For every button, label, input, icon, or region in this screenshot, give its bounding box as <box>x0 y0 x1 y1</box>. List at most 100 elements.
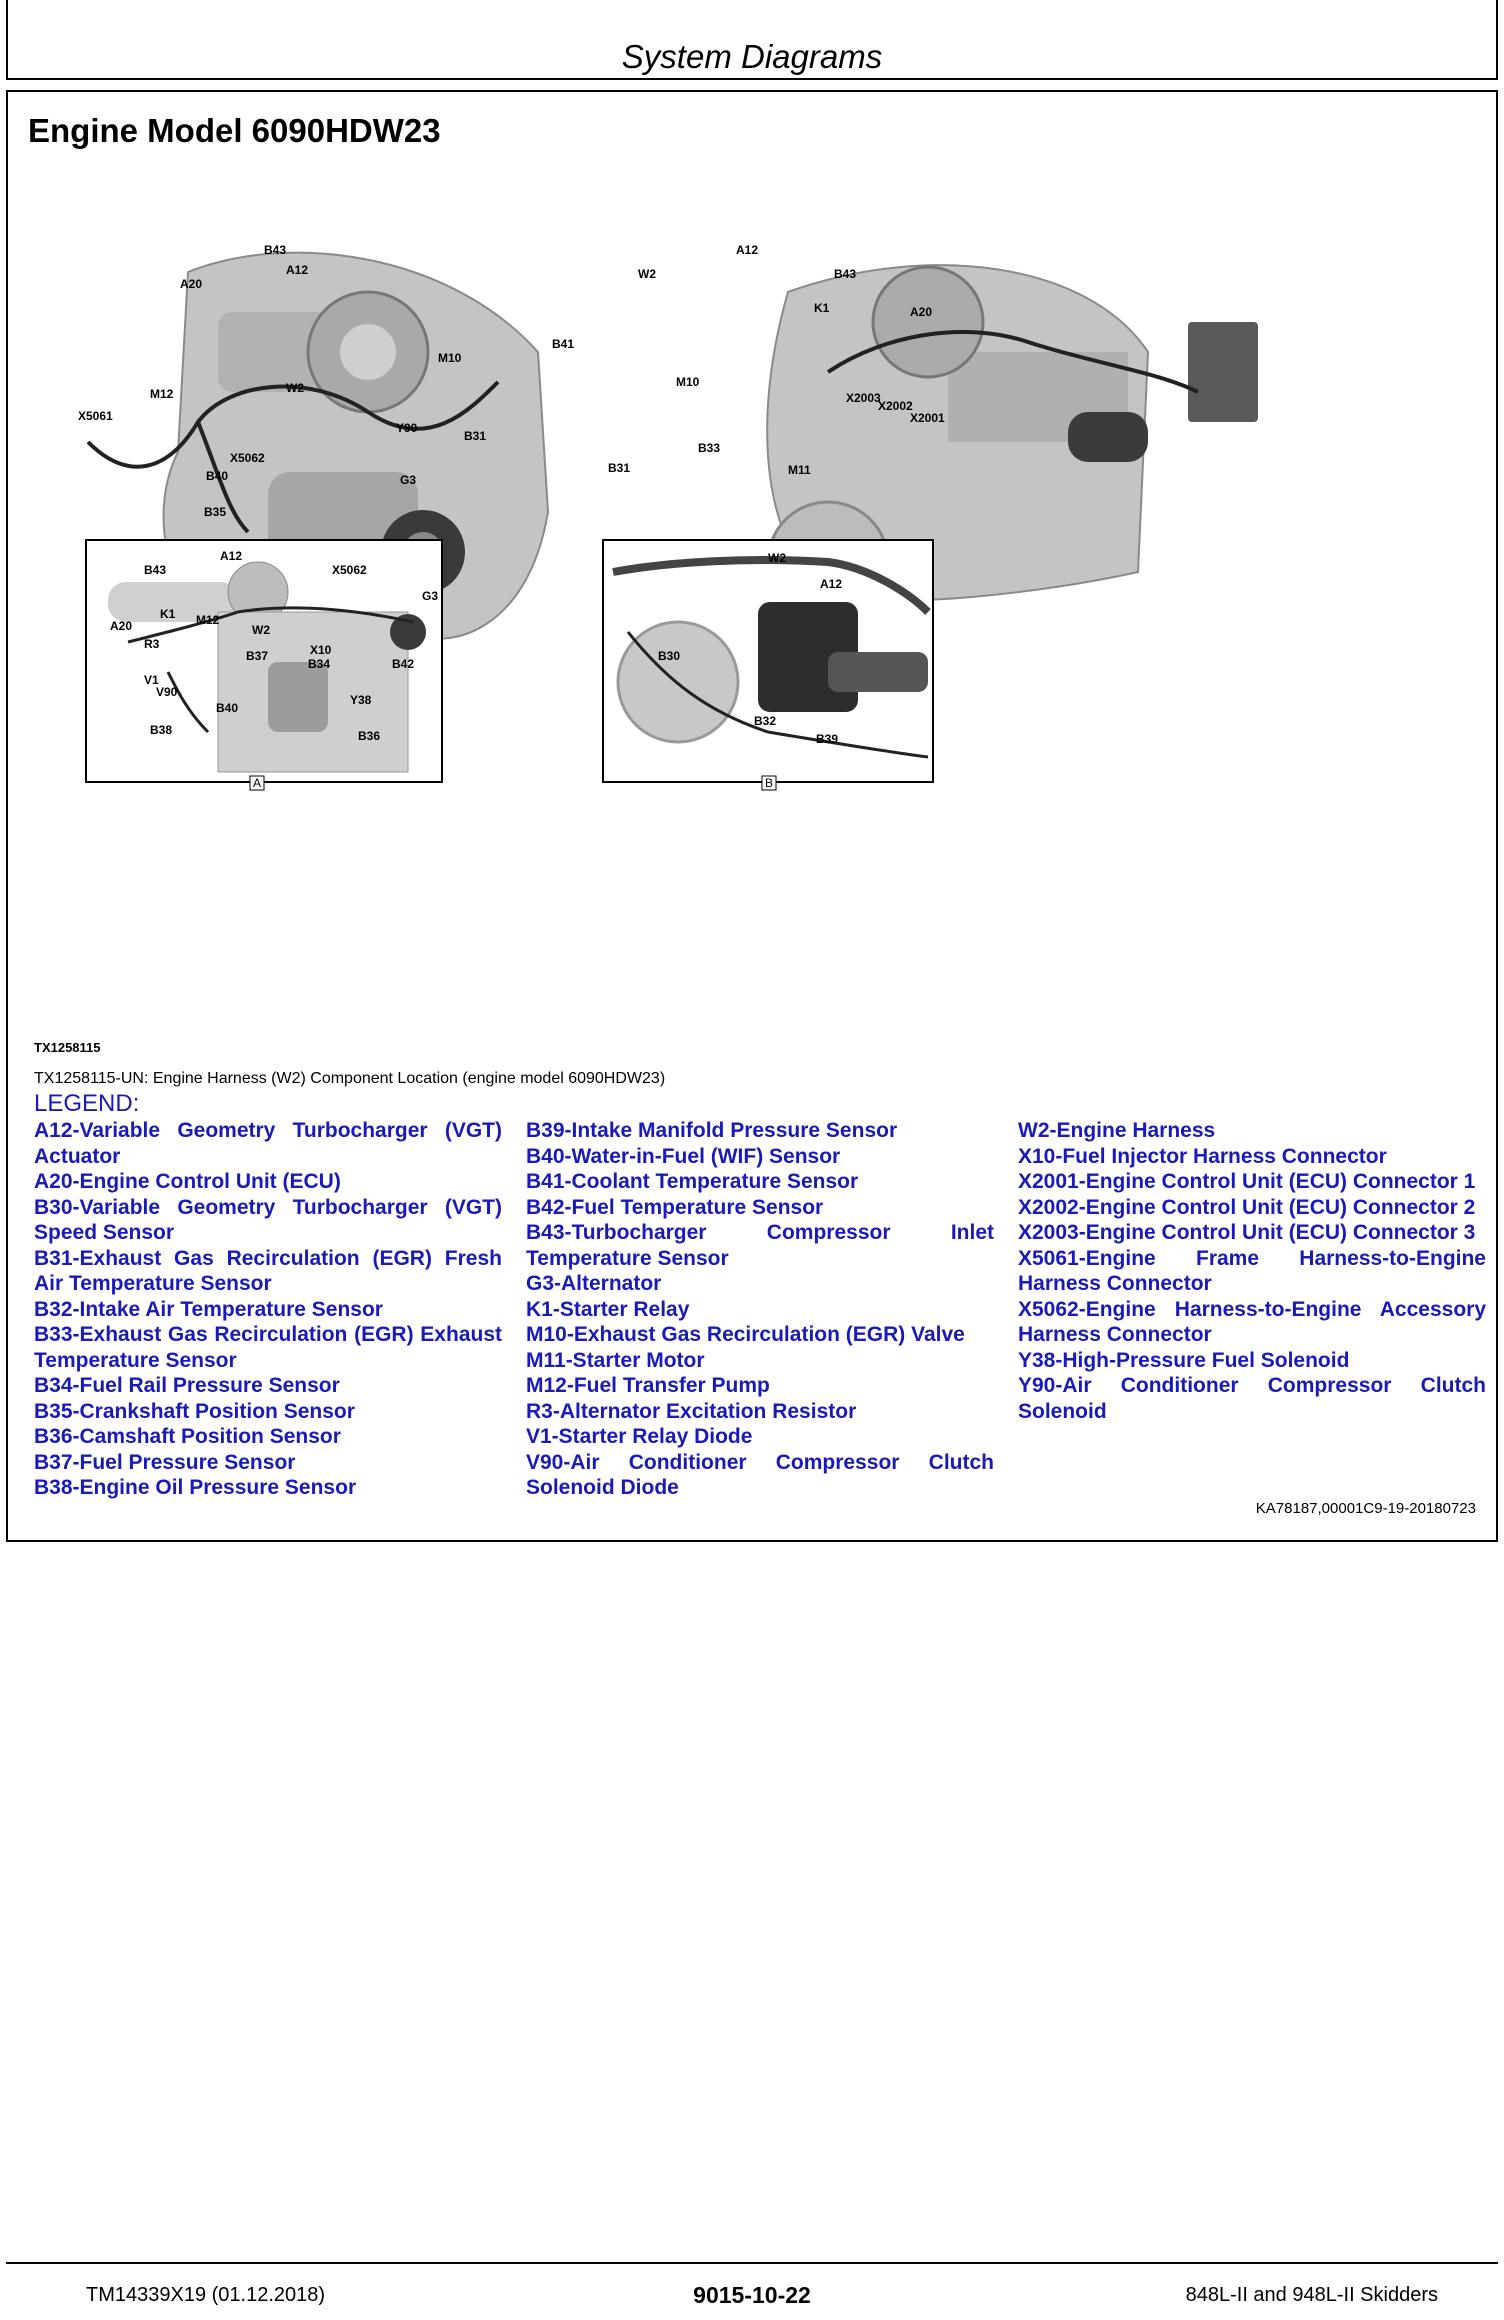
callout-x2003: X2003 <box>846 391 881 405</box>
callout-m10: M10 <box>676 375 700 389</box>
legend-item: B40-Water-in-Fuel (WIF) Sensor <box>526 1144 841 1168</box>
legend-item: B37-Fuel Pressure Sensor <box>34 1450 296 1474</box>
callout-b32: B32 <box>754 714 776 728</box>
view-a-tag: A <box>253 776 261 790</box>
legend-item: A12-Variable Geometry Turbocharger (VGT)… <box>34 1119 502 1168</box>
callout-a12: A12 <box>286 263 308 277</box>
callout-m12: M12 <box>150 387 174 401</box>
legend-item: Y38-High-Pressure Fuel Solenoid <box>1018 1348 1350 1372</box>
legend-item: V1-Starter Relay Diode <box>526 1425 753 1448</box>
legend-item: X5061-Engine Frame Harness-to-Engine Har… <box>1018 1246 1486 1296</box>
legend-item: B30-Variable Geometry Turbocharger (VGT)… <box>34 1195 502 1245</box>
callout-x5062: X5062 <box>230 451 265 465</box>
callout-b41: B41 <box>552 337 574 351</box>
callout-labels: B43A12A20M10W2M12X5061Y90B31X5062G3B40B3… <box>78 243 945 746</box>
legend-item: B41-Coolant Temperature Sensor <box>526 1170 859 1193</box>
legend-item: A20-Engine Control Unit (ECU) <box>34 1170 341 1193</box>
legend-item: B39-Intake Manifold Pressure Sensor <box>526 1119 898 1142</box>
legend-item: B32-Intake Air Temperature Sensor <box>34 1297 383 1321</box>
legend-item: X5062-Engine Harness-to-Engine Accessory… <box>1018 1297 1486 1347</box>
callout-w2: W2 <box>638 267 656 281</box>
callout-r3: R3 <box>144 637 160 651</box>
section-title: System Diagrams <box>621 38 883 75</box>
footer-divider <box>6 2262 1498 2264</box>
figure-id: TX1258115 <box>34 1040 101 1055</box>
callout-k1: K1 <box>814 301 830 315</box>
callout-b42: B42 <box>392 657 414 671</box>
inset-view-a: A <box>85 539 443 791</box>
content-frame: Engine Model 6090HDW23 <box>6 90 1498 1542</box>
callout-b31: B31 <box>464 429 486 443</box>
legend: A12-Variable Geometry Turbocharger (VGT)… <box>34 1118 1494 1501</box>
callout-b38: B38 <box>150 723 172 737</box>
legend-item: B34-Fuel Rail Pressure Sensor <box>34 1374 340 1397</box>
callout-a20: A20 <box>910 305 932 319</box>
callout-m12: M12 <box>196 613 220 627</box>
callout-w2: W2 <box>252 623 270 637</box>
figure-caption: TX1258115-UN: Engine Harness (W2) Compon… <box>34 1070 666 1087</box>
legend-item: B42-Fuel Temperature Sensor <box>526 1195 824 1219</box>
callout-a12: A12 <box>820 577 842 591</box>
callout-x5062: X5062 <box>332 563 367 577</box>
callout-b40: B40 <box>206 469 228 483</box>
legend-column-1: A12-Variable Geometry Turbocharger (VGT)… <box>34 1118 502 1501</box>
footer-manual-id: TM14339X19 (01.12.2018) <box>86 2284 326 2306</box>
legend-item: B35-Crankshaft Position Sensor <box>34 1399 355 1423</box>
legend-item: V90-Air Conditioner Compressor Clutch So… <box>526 1450 994 1500</box>
callout-x5061: X5061 <box>78 409 113 423</box>
legend-item: Y90-Air Conditioner Compressor Clutch So… <box>1018 1374 1486 1423</box>
callout-b43: B43 <box>264 243 286 257</box>
legend-item: X2003-Engine Control Unit (ECU) Connecto… <box>1018 1221 1476 1244</box>
callout-w2: W2 <box>286 381 304 395</box>
legend-item: M10-Exhaust Gas Recirculation (EGR) Valv… <box>526 1323 965 1346</box>
callout-b43: B43 <box>144 563 166 577</box>
inset-view-b: B <box>602 539 934 791</box>
callout-b33: B33 <box>698 441 720 455</box>
callout-y90: Y90 <box>396 421 418 435</box>
legend-title: LEGEND: <box>34 1090 140 1117</box>
callout-a12: A12 <box>220 549 242 563</box>
callout-x2001: X2001 <box>910 411 945 425</box>
legend-item: R3-Alternator Excitation Resistor <box>526 1399 857 1423</box>
footer-machine-model: 848L-II and 948L-II Skidders <box>1185 2284 1438 2306</box>
callout-m10: M10 <box>438 351 462 365</box>
callout-b36: B36 <box>358 729 380 743</box>
callout-b35: B35 <box>204 505 226 519</box>
callout-b37: B37 <box>246 649 268 663</box>
legend-item: X2001-Engine Control Unit (ECU) Connecto… <box>1018 1170 1476 1193</box>
header-frame: System Diagrams <box>6 0 1498 80</box>
callout-a12: A12 <box>736 243 758 257</box>
callout-b39: B39 <box>816 732 838 746</box>
callout-g3: G3 <box>400 473 416 487</box>
callout-k1: K1 <box>160 607 176 621</box>
callout-m11: M11 <box>788 463 811 477</box>
legend-item: X10-Fuel Injector Harness Connector <box>1018 1144 1387 1168</box>
callout-b43: B43 <box>834 267 856 281</box>
document-reference: KA78187,00001C9-19-20180723 <box>1255 1500 1476 1517</box>
legend-item: M11-Starter Motor <box>526 1348 705 1372</box>
legend-item: G3-Alternator <box>526 1272 662 1295</box>
callout-a20: A20 <box>180 277 202 291</box>
legend-item: W2-Engine Harness <box>1018 1119 1216 1142</box>
callout-b31: B31 <box>608 461 630 475</box>
callout-b40: B40 <box>216 701 238 715</box>
callout-a20: A20 <box>110 619 132 633</box>
footer-page-number: 9015-10-22 <box>693 2282 811 2308</box>
callout-y38: Y38 <box>350 693 372 707</box>
legend-item: B31-Exhaust Gas Recirculation (EGR) Fres… <box>34 1246 502 1296</box>
legend-item: M12-Fuel Transfer Pump <box>526 1374 770 1397</box>
view-b-tag: B <box>765 776 773 790</box>
callout-b30: B30 <box>658 649 680 663</box>
legend-item: B36-Camshaft Position Sensor <box>34 1425 341 1448</box>
callout-x2002: X2002 <box>878 399 913 413</box>
legend-item: K1-Starter Relay <box>526 1297 690 1321</box>
callout-w2: W2 <box>768 551 786 565</box>
legend-item: X2002-Engine Control Unit (ECU) Connecto… <box>1018 1195 1476 1219</box>
callout-g3: G3 <box>422 589 438 603</box>
legend-item: B38-Engine Oil Pressure Sensor <box>34 1476 357 1499</box>
legend-item: B33-Exhaust Gas Recirculation (EGR) Exha… <box>34 1323 502 1372</box>
engine-model-title: Engine Model 6090HDW23 <box>28 112 441 149</box>
